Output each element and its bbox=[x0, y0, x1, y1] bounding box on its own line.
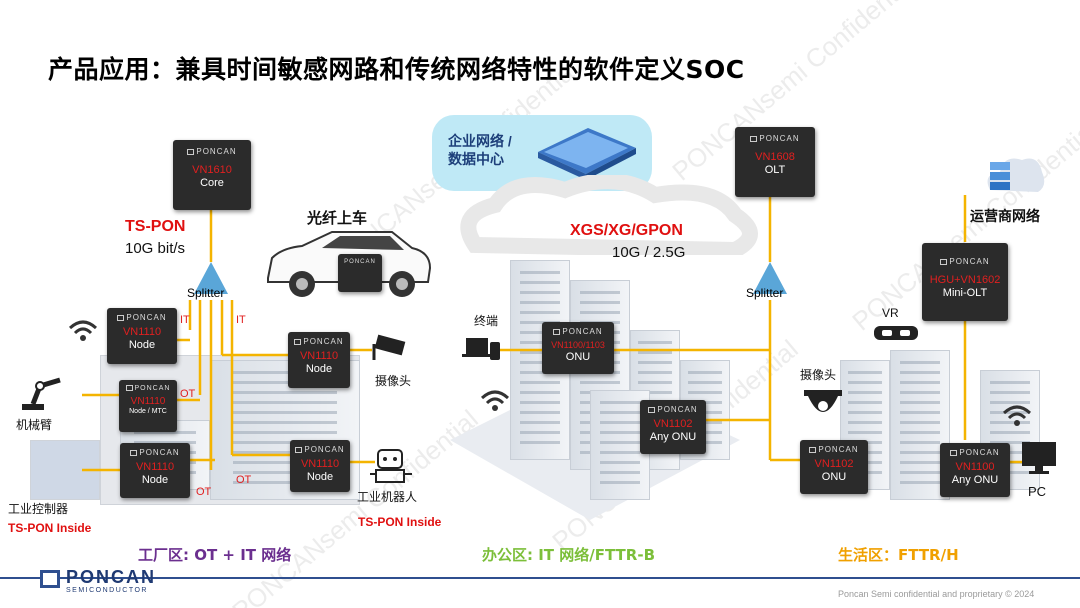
it-label: IT bbox=[236, 314, 246, 326]
footer-copyright: Poncan Semi confidential and proprietary… bbox=[838, 589, 1035, 599]
zone-office: 办公区: IT 网络/FTTR-B bbox=[482, 546, 655, 564]
chip-node: PONCAN VN1110 Node bbox=[288, 332, 350, 388]
ts-pon-inside-label: TS-PON Inside bbox=[8, 521, 92, 535]
laptop-phone-icon bbox=[462, 338, 500, 360]
it-label: IT bbox=[180, 314, 190, 326]
chip-office-onu: PONCAN VN1100/1103 ONU bbox=[542, 322, 614, 374]
poncan-logo-icon bbox=[40, 570, 60, 588]
residential-building bbox=[890, 350, 950, 500]
wifi-icon bbox=[1002, 405, 1032, 426]
wifi-icon bbox=[68, 320, 98, 341]
dome-camera-icon bbox=[804, 390, 842, 412]
car-label: 光纤上车 bbox=[307, 210, 368, 227]
carrier-server-icon bbox=[987, 158, 1045, 192]
zone-factory: 工厂区: OT + IT 网络 bbox=[138, 546, 292, 564]
chip-office-any-onu: PONCAN VN1102 Any ONU bbox=[640, 400, 706, 454]
splitter-right bbox=[753, 262, 787, 294]
ts-pon-label: TS-PON bbox=[125, 218, 186, 235]
camera-label: 摄像头 bbox=[800, 368, 837, 382]
ot-label: OT bbox=[180, 388, 196, 400]
carrier-label: 运营商网络 bbox=[970, 208, 1040, 224]
terminal-label: 终端 bbox=[474, 314, 499, 328]
splitter-right-label: Splitter bbox=[746, 286, 784, 300]
chip-life-any-onu: PONCAN VN1100 Any ONU bbox=[940, 443, 1010, 497]
industrial-robot-icon bbox=[370, 449, 412, 483]
pc-label: PC bbox=[1028, 484, 1047, 499]
chip-mini-olt: PONCAN HGU+VN1602 Mini-OLT bbox=[922, 243, 1008, 321]
ot-label: OT bbox=[196, 486, 212, 498]
vr-label: VR bbox=[882, 306, 899, 320]
xgs-label: XGS/XG/GPON bbox=[570, 222, 683, 239]
chip-life-onu: PONCAN VN1102 ONU bbox=[800, 440, 868, 494]
ts-pon-inside-label: TS-PON Inside bbox=[358, 515, 442, 529]
robot-arm-icon bbox=[22, 377, 61, 410]
controller-label: 工业控制器 bbox=[8, 502, 69, 516]
chip-node-mtc: PONCAN VN1110 Node / MTC bbox=[119, 380, 177, 432]
xgs-speed: 10G / 2.5G bbox=[612, 244, 686, 261]
vr-headset-icon bbox=[874, 326, 918, 340]
robot-arm-label: 机械臂 bbox=[16, 418, 53, 432]
cloud-outline-icon bbox=[460, 175, 758, 255]
industrial-robot-label: 工业机器人 bbox=[357, 490, 418, 504]
wifi-icon bbox=[480, 390, 510, 411]
security-camera-icon bbox=[372, 334, 406, 360]
cloud-label: 企业网络 / 数据中心 bbox=[448, 133, 512, 167]
office-tower bbox=[590, 390, 650, 500]
server-rack-icon bbox=[538, 128, 636, 180]
chip-node: PONCAN VN1110 Node bbox=[290, 440, 350, 492]
footer-divider bbox=[0, 577, 1080, 579]
chip-node: PONCAN VN1110 Node bbox=[107, 308, 177, 364]
pc-monitor-icon bbox=[1022, 442, 1056, 474]
page-title: 产品应用：兼具时间敏感网路和传统网络特性的软件定义SOC bbox=[48, 55, 745, 84]
ts-pon-speed: 10G bit/s bbox=[125, 240, 186, 257]
zone-life: 生活区：FTTR/H bbox=[838, 546, 959, 564]
camera-label: 摄像头 bbox=[375, 374, 412, 388]
footer-logo: PONCAN bbox=[66, 567, 157, 587]
footer-logo-sub: SEMICONDUCTOR bbox=[66, 587, 148, 594]
chip-olt: PONCAN VN1608 OLT bbox=[735, 127, 815, 197]
car-chip: PONCAN bbox=[338, 254, 382, 292]
chip-core: PONCAN VN1610 Core bbox=[173, 140, 251, 210]
ot-label: OT bbox=[236, 474, 252, 486]
splitter-left bbox=[194, 262, 228, 294]
chip-node: PONCAN VN1110 Node bbox=[120, 443, 190, 498]
splitter-left-label: Splitter bbox=[187, 286, 225, 300]
